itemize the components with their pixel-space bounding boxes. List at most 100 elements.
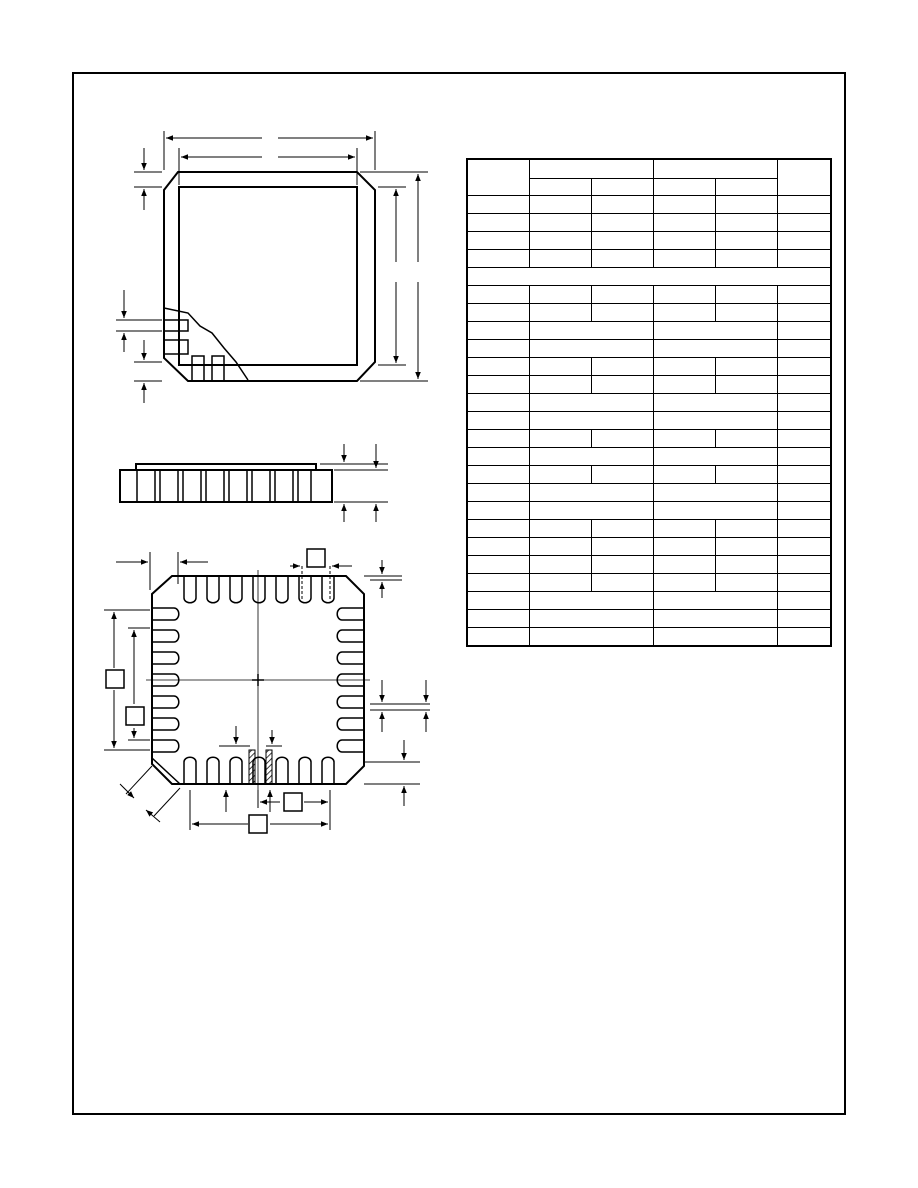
table-cell <box>776 501 832 520</box>
table-cell <box>528 213 592 232</box>
subheader-min-a <box>528 178 592 196</box>
castellation-pad <box>336 607 364 621</box>
table-cell <box>652 537 716 556</box>
bottom-view <box>104 548 430 834</box>
table-cell <box>466 483 530 502</box>
table-cell <box>466 411 530 430</box>
table-cell <box>466 231 530 250</box>
table-cell <box>652 195 716 214</box>
table-cell <box>652 357 716 376</box>
table-cell <box>590 375 654 394</box>
table-cell <box>466 465 530 484</box>
table-cell <box>714 249 778 268</box>
table-cell <box>466 195 530 214</box>
castellation-pad <box>298 576 312 604</box>
die-cavity-outline <box>178 186 358 366</box>
ref-box-top <box>306 548 326 568</box>
table-cell <box>776 231 832 250</box>
bottom-chamfer-line <box>151 757 181 785</box>
castellation-pad <box>336 717 364 731</box>
cutaway-edge <box>163 307 249 381</box>
table-cell <box>776 213 832 232</box>
table-row <box>466 465 832 484</box>
table-cell <box>776 555 832 574</box>
castellation-pad <box>275 756 289 784</box>
table-cell <box>590 249 654 268</box>
table-cell <box>652 339 778 358</box>
table-cell <box>714 285 778 304</box>
table-cell <box>714 429 778 448</box>
table-cell <box>714 357 778 376</box>
table-cell <box>466 627 530 647</box>
table-cell <box>590 231 654 250</box>
castellation-pad <box>252 576 266 604</box>
table-row <box>466 555 832 574</box>
table-cell <box>466 249 530 268</box>
pads-top-row <box>183 576 335 604</box>
table-cell <box>714 303 778 322</box>
table-cell <box>776 573 832 592</box>
table-row <box>466 267 832 286</box>
table-cell <box>466 213 530 232</box>
table-cell <box>714 573 778 592</box>
table-cell <box>776 393 832 412</box>
table-row <box>466 519 832 538</box>
table-cell <box>776 519 832 538</box>
top-view-dimensions <box>116 131 428 403</box>
table-row <box>466 411 832 430</box>
table-cell <box>652 465 716 484</box>
table-cell <box>652 483 778 502</box>
table-cell <box>528 519 592 538</box>
table-cell <box>714 231 778 250</box>
castellation-pad <box>152 717 180 731</box>
table-cell <box>714 213 778 232</box>
table-cell <box>466 321 530 340</box>
table-row <box>466 393 832 412</box>
table-cell <box>776 591 832 610</box>
table-cell <box>466 285 530 304</box>
table-cell <box>528 249 592 268</box>
castellation-pad <box>275 576 289 604</box>
castellation-pad <box>152 739 180 753</box>
table-cell <box>590 303 654 322</box>
table-cell <box>590 537 654 556</box>
castellation-pad <box>336 739 364 753</box>
table-cell <box>652 249 716 268</box>
table-row <box>466 483 832 502</box>
table-cell <box>652 429 716 448</box>
ref-box-bottom-span <box>248 814 268 834</box>
table-cell <box>714 555 778 574</box>
table-cell <box>652 501 778 520</box>
table-cell <box>528 627 654 647</box>
package-body-bottom <box>151 575 365 785</box>
table-cell <box>776 321 832 340</box>
table-cell <box>528 465 592 484</box>
table-cell <box>528 447 654 466</box>
table-row <box>466 213 832 232</box>
table-row <box>466 501 832 520</box>
table-cell <box>528 357 592 376</box>
pin-1-hatched-pad-2 <box>265 749 273 785</box>
table-cell <box>776 303 832 322</box>
table-row <box>466 591 832 610</box>
table-cell <box>652 213 716 232</box>
table-cell <box>776 357 832 376</box>
table-cell <box>652 519 716 538</box>
table-cell <box>776 285 832 304</box>
package-body-side <box>119 469 333 503</box>
table-cell <box>776 375 832 394</box>
table-cell <box>466 429 530 448</box>
table-cell <box>590 357 654 376</box>
castellation-pad <box>229 576 243 604</box>
table-cell <box>776 627 832 647</box>
castellation-pad <box>321 756 335 784</box>
table-cell <box>528 483 654 502</box>
castellation-pad <box>298 756 312 784</box>
table-cell <box>776 483 832 502</box>
pin-1-hatched-pad <box>248 749 256 785</box>
table-cell <box>776 447 832 466</box>
page-frame <box>72 72 846 1115</box>
table-cell <box>590 573 654 592</box>
ref-box-left-outer <box>105 669 125 689</box>
